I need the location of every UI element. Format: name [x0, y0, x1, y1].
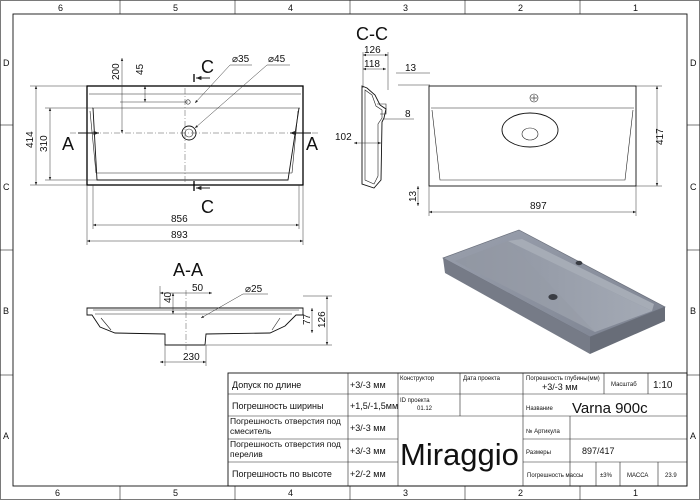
col-label-3-bottom: 3 — [403, 488, 408, 498]
tol-overflow-hole-label: Погрешность отверстия под перелив — [230, 440, 341, 459]
dim-77: 77 — [302, 313, 313, 325]
depth-tolerance-value: +3/-3 мм — [542, 382, 578, 392]
mass-label: МАССА — [627, 473, 648, 479]
col-label-2-top: 2 — [518, 3, 523, 13]
tol-mixer-hole-value: +3/-3 мм — [350, 423, 386, 433]
dim-diameter-35: ⌀35 — [232, 54, 250, 65]
dim-200: 200 — [111, 63, 122, 80]
row-label-d-right: D — [690, 58, 697, 68]
col-label-2-bottom: 2 — [518, 488, 523, 498]
col-label-4-bottom: 4 — [288, 488, 293, 498]
dim-414: 414 — [25, 131, 36, 148]
tol-length-label: Допуск по длине — [232, 380, 301, 390]
cut-label-a-left: A — [62, 134, 74, 154]
tol-overflow-hole-label-box: Погрешность отверстия под перелив — [230, 440, 341, 459]
dim-230: 230 — [183, 352, 200, 363]
dim-13-top: 13 — [405, 63, 417, 74]
brand-logo: Miraggio — [400, 437, 519, 472]
project-date-label: Дата проекта — [463, 376, 501, 382]
col-label-1-top: 1 — [633, 3, 638, 13]
isometric-render — [442, 229, 666, 354]
cut-label-c-top: C — [201, 57, 214, 77]
section-c-c-title: C-C — [356, 24, 388, 44]
article-label: № Артикула — [526, 428, 560, 435]
scale-value: 1:10 — [653, 380, 673, 391]
dim-13-bottom: 13 — [408, 190, 419, 202]
col-label-3-top: 3 — [403, 3, 408, 13]
dim-126-aa: 126 — [317, 311, 328, 328]
sizes-value: 897/417 — [582, 446, 615, 456]
col-label-4-top: 4 — [288, 3, 293, 13]
designer-label: Конструктор — [400, 376, 435, 382]
scale-label: Масштаб — [611, 382, 637, 388]
row-label-a-right: A — [690, 431, 696, 441]
dim-102: 102 — [335, 132, 352, 143]
tol-mixer-hole-label-box: Погрешность отверстия под смеситель — [230, 417, 341, 436]
dim-8: 8 — [405, 109, 411, 120]
product-name: Varna 900c — [572, 400, 648, 417]
front-view-right: 417 897 — [428, 85, 666, 216]
dim-893: 893 — [171, 230, 188, 241]
dim-40: 40 — [163, 291, 174, 303]
col-label-6-bottom: 6 — [55, 488, 60, 498]
section-a-a-title: A-A — [173, 260, 203, 280]
row-label-b-right: B — [690, 306, 696, 316]
tol-height-value: +2/-2 мм — [350, 469, 386, 479]
col-label-6-top: 6 — [58, 3, 63, 13]
row-label-a-left: A — [3, 431, 9, 441]
project-id-label: ID проекта — [400, 398, 430, 404]
dim-417: 417 — [655, 128, 666, 145]
section-a-a: A-A 50 40 ⌀25 77 126 230 — [86, 260, 332, 366]
border-row-labels: D C B A D C B A — [3, 58, 697, 441]
section-c-c: C-C 126 118 13 8 102 13 — [335, 24, 430, 206]
tol-width-label: Погрешность ширины — [232, 401, 324, 411]
dim-310: 310 — [39, 135, 50, 152]
title-block: Допуск по длине +3/-3 мм Погрешность шир… — [227, 372, 688, 487]
cut-label-c-bottom: C — [201, 197, 214, 217]
row-label-c-left: C — [3, 182, 10, 192]
sizes-label: Размеры — [526, 450, 551, 456]
dim-897: 897 — [530, 201, 547, 212]
tol-mixer-hole-label: Погрешность отверстия под смеситель — [230, 417, 341, 436]
depth-tolerance-label: Погрешность глубины(мм) — [526, 376, 600, 382]
row-label-c-right: C — [690, 182, 697, 192]
dim-diameter-45: ⌀45 — [268, 54, 286, 65]
project-id-value: 01.12 — [417, 406, 433, 412]
dim-45: 45 — [135, 63, 146, 75]
dim-50: 50 — [192, 283, 204, 294]
dim-118: 118 — [364, 59, 380, 70]
mass-value: 23.9 — [665, 473, 677, 479]
dim-diameter-25: ⌀25 — [245, 284, 263, 295]
tol-width-value: +1,5/-1,5мм — [350, 401, 398, 411]
row-label-d-left: D — [3, 58, 10, 68]
mass-tolerance-label: Погрешность массы — [527, 473, 583, 479]
tol-overflow-hole-value: +3/-3 мм — [350, 446, 386, 456]
col-label-5-bottom: 5 — [173, 488, 178, 498]
cut-label-a-right: A — [306, 134, 318, 154]
name-label: Название — [526, 406, 553, 412]
col-label-1-bottom: 1 — [633, 488, 638, 498]
dim-856: 856 — [171, 214, 188, 225]
mass-tolerance-value: ±3% — [600, 473, 613, 479]
tol-height-label: Погрешность по высоте — [232, 469, 332, 479]
tol-length-value: +3/-3 мм — [350, 380, 386, 390]
top-view: A A C C 200 45 ⌀35 ⌀45 414 310 856 893 — [25, 54, 320, 245]
dim-126: 126 — [364, 45, 381, 56]
row-label-b-left: B — [3, 306, 9, 316]
col-label-5-top: 5 — [173, 3, 178, 13]
border-column-labels: 6 5 4 3 2 1 6 5 4 3 2 1 — [55, 3, 638, 498]
